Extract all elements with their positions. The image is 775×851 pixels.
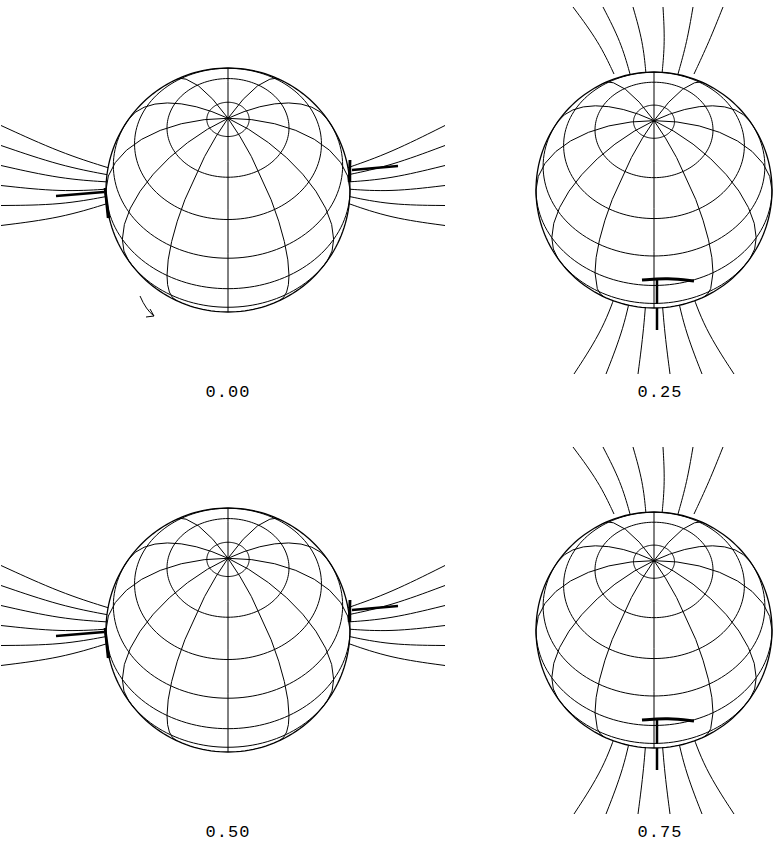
field-line [349,600,350,622]
field-line [347,203,445,226]
lat-long-grid [536,72,772,308]
field-line [347,606,445,623]
lat-long-grid [536,512,772,748]
field-line [694,447,723,514]
sphere-outline [536,72,772,308]
phase-label: 0.25 [638,383,683,402]
field-line [1,186,109,191]
field-line [105,628,109,658]
field-line [656,720,659,744]
star-sphere [536,447,772,814]
field-line [347,186,445,191]
field-line [642,279,694,281]
field-line [1,606,109,623]
field-line [662,7,664,74]
star-sphere [536,7,772,374]
field-line [662,447,664,514]
sphere-outline [106,508,350,752]
field-line [1,586,109,616]
phase-label: 0.00 [206,383,251,402]
field-line [352,166,398,170]
phase-label: 0.50 [206,823,251,842]
field-line [656,280,659,304]
field-line [347,566,445,609]
field-line [642,719,694,721]
sphere-outline [536,512,772,748]
field-line [349,160,350,182]
field-line [633,7,646,74]
field-line [678,7,693,74]
sphere-outline [106,68,350,312]
field-line [352,606,398,610]
field-line [1,636,109,646]
field-line [1,626,109,631]
field-line [347,146,445,176]
field-line [56,632,104,636]
field-line [347,196,445,206]
field-line [1,126,109,169]
field-line [347,643,445,666]
field-line [1,196,109,206]
field-line [347,586,445,616]
star-sphere [1,508,445,752]
field-line [678,447,693,514]
field-line [603,7,630,74]
field-line [347,166,445,183]
field-line [349,160,352,182]
phase-label: 0.75 [638,823,683,842]
field-line [1,166,109,183]
field-line [347,636,445,646]
lat-long-grid [106,68,350,312]
field-line [1,203,109,226]
field-line [105,188,109,218]
field-line [1,566,109,609]
field-line [603,447,630,514]
rotation-arrow [140,296,154,317]
field-line [56,192,104,196]
field-line [1,146,109,176]
lat-long-grid [106,508,350,752]
field-line [349,600,352,622]
field-line [1,643,109,666]
field-line [347,126,445,169]
star-sphere [1,68,445,317]
field-line [347,626,445,631]
field-line [694,7,723,74]
field-line [633,447,646,514]
